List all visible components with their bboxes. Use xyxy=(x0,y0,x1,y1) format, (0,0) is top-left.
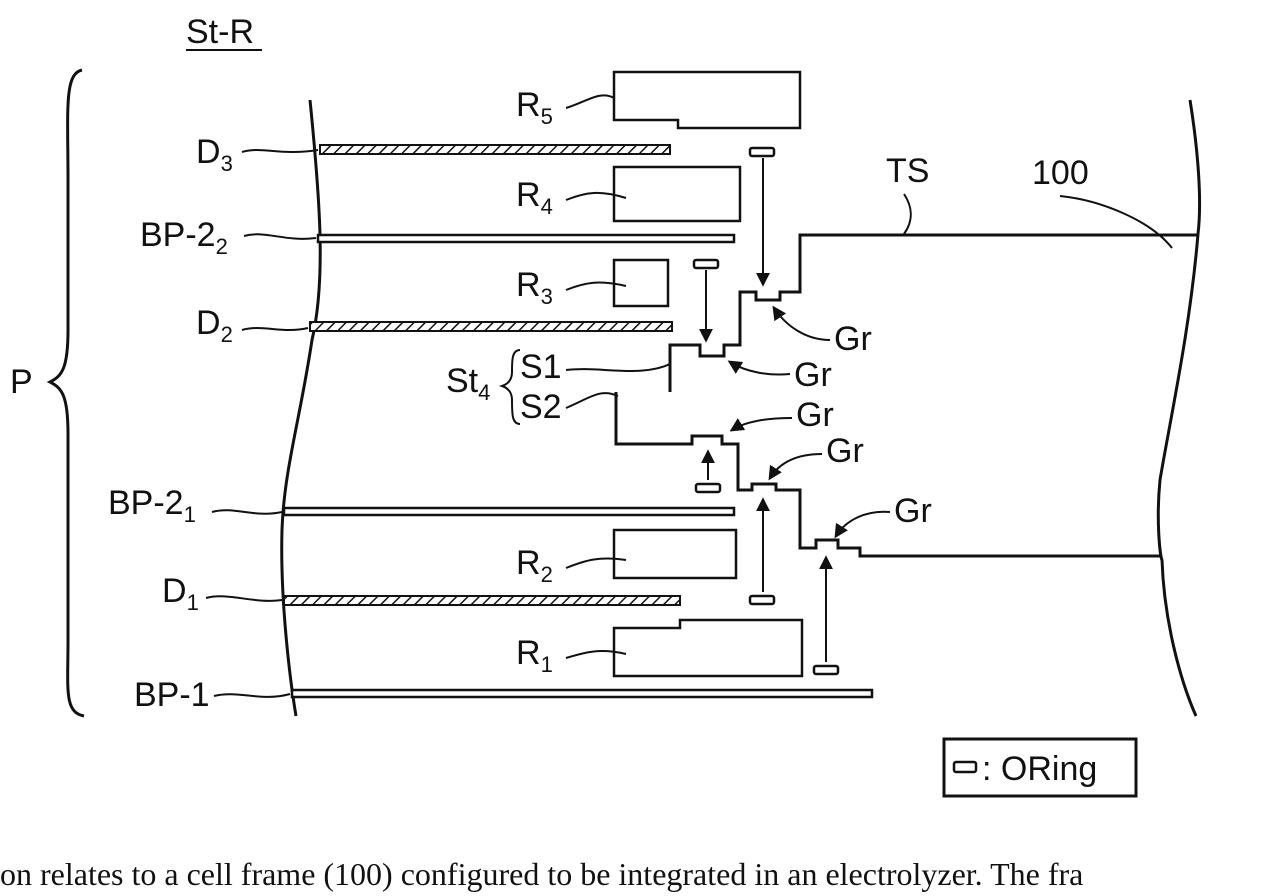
leader-gr-5 xyxy=(836,512,890,536)
brace-st4 xyxy=(502,350,520,424)
leader-gr-4 xyxy=(770,454,822,478)
leader-bp-2-1 xyxy=(212,510,282,513)
label-bp-2-1-sub: 1 xyxy=(184,502,196,527)
bipolar-plate-bp-2-2 xyxy=(318,235,734,242)
label-r4-base: R xyxy=(516,176,541,214)
ring-r5 xyxy=(614,72,800,128)
leader-bp-2-2 xyxy=(244,234,316,239)
label-gr-2: Gr xyxy=(794,356,832,394)
label-r2: R2 xyxy=(516,544,553,587)
label-gr-3: Gr xyxy=(796,396,834,434)
label-gr-4: Gr xyxy=(826,432,864,470)
legend-oring-icon xyxy=(954,762,976,772)
right-break-line xyxy=(1158,100,1199,716)
label-r4-sub: 4 xyxy=(541,194,553,219)
label-d2-sub: 2 xyxy=(221,322,233,347)
cell-frame-diagram: St-R P D3 BP-22 D2 xyxy=(0,0,1262,856)
label-bp-2-2-base: BP-2 xyxy=(140,216,216,254)
leader-gr-3 xyxy=(732,418,792,430)
label-st4-sub: 4 xyxy=(478,380,490,405)
label-r3-sub: 3 xyxy=(541,284,553,309)
label-st4: St4 xyxy=(446,362,490,405)
label-r1-sub: 1 xyxy=(541,652,553,677)
label-r1-base: R xyxy=(516,634,541,672)
label-d2-base: D xyxy=(196,304,221,342)
label-100: 100 xyxy=(1032,154,1089,192)
diffusion-layer-d1 xyxy=(284,596,680,605)
label-d2: D2 xyxy=(196,304,233,347)
bipolar-plate-bp-2-1 xyxy=(284,508,734,515)
legend-text: : ORing xyxy=(982,750,1097,788)
leader-bp-1 xyxy=(214,694,290,697)
ring-r1 xyxy=(614,620,802,676)
label-bp-1: BP-1 xyxy=(134,676,210,714)
label-bp-2-2-sub: 2 xyxy=(216,234,228,259)
oring-3 xyxy=(696,484,720,492)
label-r5: R5 xyxy=(516,86,553,129)
leader-100 xyxy=(1060,196,1172,248)
label-bp-2-2: BP-22 xyxy=(140,216,228,259)
leader-ts xyxy=(904,194,911,234)
label-bp-2-1: BP-21 xyxy=(108,484,196,527)
label-st4-base: St xyxy=(446,362,479,400)
label-d1-base: D xyxy=(162,572,187,610)
diffusion-layer-d2 xyxy=(310,322,672,331)
caption-text: on relates to a cell frame (100) configu… xyxy=(0,856,1262,896)
label-r3-base: R xyxy=(516,266,541,304)
bipolar-plate-bp-1 xyxy=(292,690,872,697)
label-r4: R4 xyxy=(516,176,553,219)
label-r1: R1 xyxy=(516,634,553,677)
label-s1: S1 xyxy=(520,348,562,386)
ring-r3 xyxy=(614,260,668,306)
cell-frame-upper-step xyxy=(670,235,1198,392)
oring-1 xyxy=(750,148,774,156)
label-r5-sub: 5 xyxy=(541,104,553,129)
label-d1-sub: 1 xyxy=(187,590,199,615)
diffusion-layer-d3 xyxy=(320,145,670,154)
label-r5-base: R xyxy=(516,86,541,124)
leader-d2 xyxy=(242,328,308,330)
label-r2-sub: 2 xyxy=(541,562,553,587)
leader-d3 xyxy=(242,150,318,152)
label-d3-base: D xyxy=(196,133,221,171)
label-ts: TS xyxy=(886,152,929,190)
oring-5 xyxy=(814,666,838,674)
leader-s1 xyxy=(566,364,670,371)
label-d3: D3 xyxy=(196,133,233,176)
label-p: P xyxy=(10,363,33,401)
label-r2-base: R xyxy=(516,544,541,582)
label-bp-2-1-base: BP-2 xyxy=(108,484,184,522)
label-s2: S2 xyxy=(520,388,562,426)
label-r3: R3 xyxy=(516,266,553,309)
brace-p xyxy=(50,70,84,716)
leader-gr-2 xyxy=(730,362,790,375)
left-break-line xyxy=(282,100,321,716)
label-gr-5: Gr xyxy=(894,492,932,530)
oring-2 xyxy=(694,260,718,268)
label-d1: D1 xyxy=(162,572,199,615)
ring-r2 xyxy=(614,530,736,578)
leader-gr-1 xyxy=(774,308,830,340)
label-d3-sub: 3 xyxy=(221,151,233,176)
ring-r4 xyxy=(614,167,740,221)
leader-s2 xyxy=(566,393,618,408)
label-gr-1: Gr xyxy=(834,320,872,358)
leader-d1 xyxy=(206,596,282,601)
title-st-r: St-R xyxy=(186,13,254,51)
oring-4 xyxy=(750,596,774,604)
leader-r5 xyxy=(566,95,614,108)
